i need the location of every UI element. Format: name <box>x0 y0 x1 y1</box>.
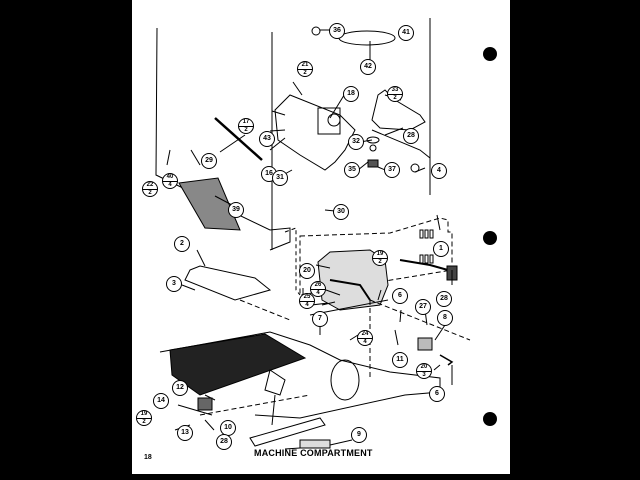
callout-29: 29 <box>201 153 217 169</box>
callout-7: 7 <box>312 311 328 327</box>
callout-34: 31 <box>272 170 288 186</box>
callout-37: 35 <box>344 162 360 178</box>
callout-3: 3 <box>166 276 182 292</box>
callout-11: 11 <box>392 352 408 368</box>
callout-30: 28 <box>403 128 419 144</box>
callout-39: 39 <box>228 202 244 218</box>
callout-28: 28 <box>436 291 452 307</box>
diagram-page: 36 41 42 18 16 43 29 31 39 28 32 35 37 4… <box>132 0 513 474</box>
callout-6a: 6 <box>392 288 408 304</box>
binder-hole <box>483 412 497 426</box>
callout-42: 42 <box>360 59 376 75</box>
callout-36: 36 <box>329 23 345 39</box>
callout-18: 18 <box>343 86 359 102</box>
bracket-16 <box>274 94 356 171</box>
callout-6b: 6 <box>429 386 445 402</box>
callout-12: 12 <box>172 380 188 396</box>
binder-hole <box>483 47 497 61</box>
callout-13: 13 <box>177 425 193 441</box>
diagram-caption: MACHINE COMPARTMENT <box>254 448 373 458</box>
binder-hole <box>483 231 497 245</box>
callout-41: 41 <box>398 25 414 41</box>
callout-31: 28 <box>216 434 232 450</box>
callout-9: 9 <box>351 427 367 443</box>
callout-8: 8 <box>437 310 453 326</box>
drip-tray <box>184 265 272 301</box>
condenser <box>169 333 307 396</box>
callout-14: 14 <box>153 393 169 409</box>
callout-35: 32 <box>348 134 364 150</box>
drain-pan-39 <box>178 177 241 231</box>
exploded-parts-drawing <box>155 18 471 450</box>
callout-1: 1 <box>433 241 449 257</box>
callout-2: 2 <box>174 236 190 252</box>
cabinet-left-wall <box>155 27 291 251</box>
page-edge <box>510 0 514 474</box>
callout-38: 37 <box>384 162 400 178</box>
page-number: 18 <box>144 454 152 461</box>
callout-4: 4 <box>431 163 447 179</box>
callout-27: 27 <box>415 299 431 315</box>
tube-41 <box>338 30 396 46</box>
callout-32: 30 <box>333 204 349 220</box>
callout-43: 43 <box>259 131 275 147</box>
base-frame <box>159 331 441 419</box>
callout-20: 20 <box>299 263 315 279</box>
